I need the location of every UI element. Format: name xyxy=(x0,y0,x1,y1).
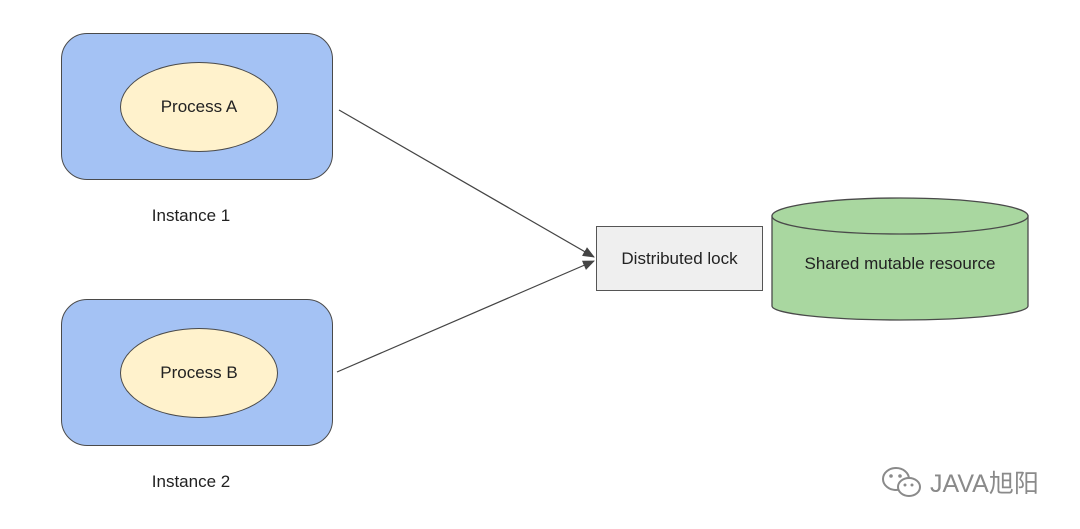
process-a-node: Process A xyxy=(120,62,278,152)
watermark-text: JAVA旭阳 xyxy=(930,470,1039,498)
shared-resource-label: Shared mutable resource xyxy=(804,254,996,273)
instance-1-box: Process A xyxy=(61,33,333,180)
distributed-lock-label: Distributed lock xyxy=(621,248,738,268)
distributed-lock-box: Distributed lock xyxy=(596,226,763,291)
instance-2-label: Instance 2 xyxy=(151,472,231,491)
arrow-process-a-to-lock xyxy=(338,109,595,258)
process-b-node: Process B xyxy=(120,328,278,418)
instance-1-label: Instance 1 xyxy=(151,206,231,225)
arrow-process-b-to-lock xyxy=(336,260,595,373)
shared-resource-cylinder xyxy=(771,197,1029,321)
instance-2-box: Process B xyxy=(61,299,333,446)
wechat-icon xyxy=(882,467,921,497)
watermark: JAVA旭阳 xyxy=(880,464,1039,500)
process-b-label: Process B xyxy=(160,363,238,382)
process-a-label: Process A xyxy=(160,97,238,116)
